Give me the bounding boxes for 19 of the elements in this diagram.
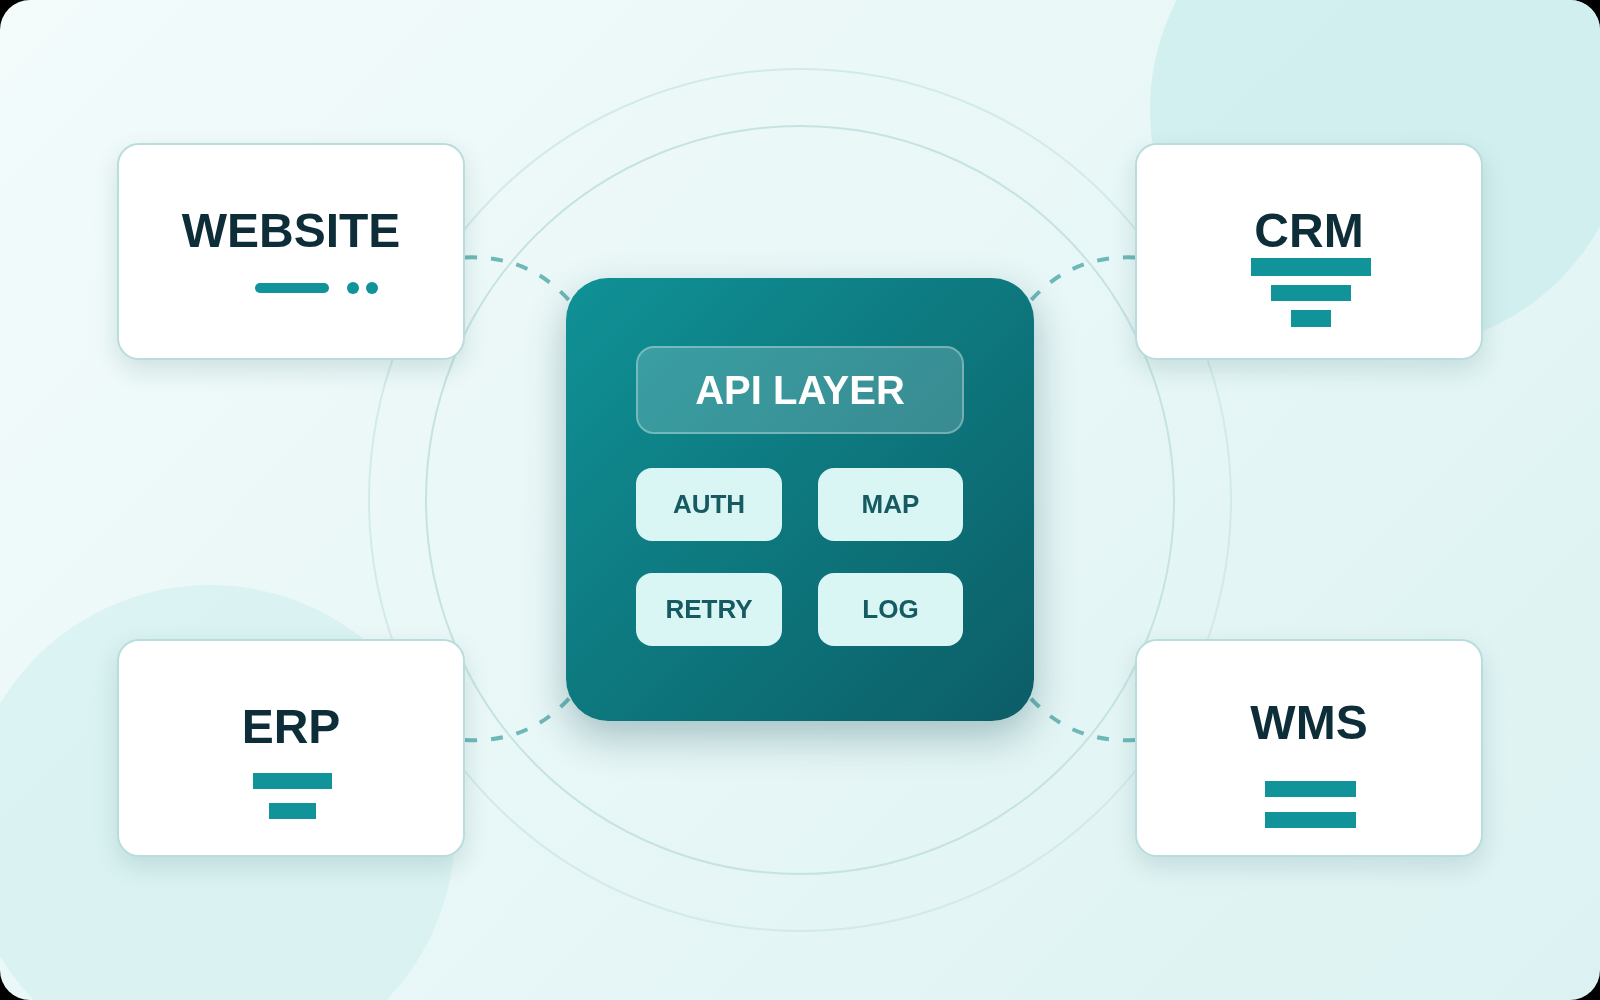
system-label: WMS — [1249, 695, 1369, 750]
layer-title-bar — [636, 346, 964, 434]
module-label: MAP — [861, 489, 920, 520]
module-chip — [818, 468, 963, 541]
module-label: AUTH — [672, 489, 746, 520]
module-chip — [818, 573, 963, 646]
system-label: WEBSITE — [180, 203, 402, 258]
module-label: LOG — [862, 594, 919, 625]
system-label: ERP — [240, 699, 342, 754]
system-card — [1135, 639, 1483, 857]
module-label: RETRY — [665, 594, 753, 625]
system-label: CRM — [1253, 203, 1365, 258]
system-card — [117, 143, 465, 360]
system-card — [1135, 143, 1483, 360]
system-card — [117, 639, 465, 857]
api-layer-panel — [566, 278, 1034, 721]
module-chip — [636, 573, 782, 646]
layer-title: API LAYER — [695, 367, 905, 413]
module-chip — [636, 468, 782, 541]
